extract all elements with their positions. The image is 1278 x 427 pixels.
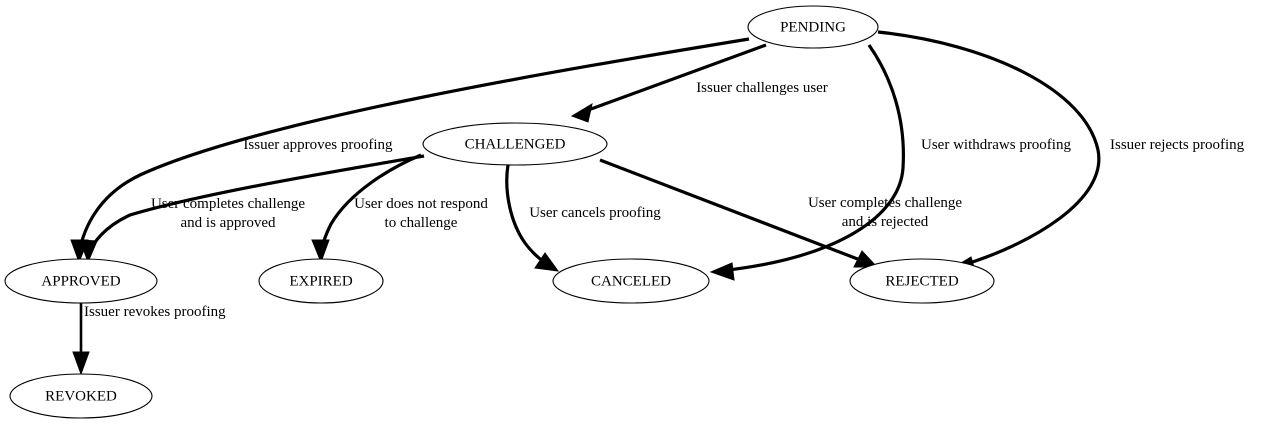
edge-label-pending-canceled: User withdraws proofing bbox=[921, 137, 1071, 153]
arrowhead-challenged-from-pending bbox=[570, 102, 593, 123]
node-ellipse-approved bbox=[4, 258, 158, 304]
edge-path-pending-rejected bbox=[877, 30, 1101, 268]
node-ellipse-canceled bbox=[552, 258, 710, 304]
node-ellipse-rejected bbox=[849, 258, 995, 304]
edge-label-pending-rejected: Issuer rejects proofing bbox=[1110, 137, 1245, 153]
edge-label-pending-challenged: Issuer challenges user bbox=[696, 80, 828, 96]
arrowhead-canceled-from-pending bbox=[709, 262, 735, 281]
edge-label-challenged-approved-line1: User completes challenge bbox=[151, 196, 305, 212]
edge-label-challenged-rejected-line2: and is rejected bbox=[842, 214, 929, 230]
node-ellipse-challenged bbox=[422, 122, 608, 166]
edge-label-challenged-canceled: User cancels proofing bbox=[529, 205, 661, 221]
node-revoked[interactable]: REVOKED bbox=[9, 373, 153, 419]
edge-pending-to-canceled[interactable] bbox=[709, 44, 905, 281]
edge-challenged-to-expired[interactable] bbox=[311, 153, 422, 264]
node-label-revoked: REVOKED bbox=[45, 388, 117, 404]
node-label-expired: EXPIRED bbox=[289, 273, 353, 289]
node-challenged[interactable]: CHALLENGED bbox=[422, 122, 608, 166]
node-label-canceled: CANCELED bbox=[591, 273, 671, 289]
edge-labels-layer: Issuer challenges user Issuer approves p… bbox=[84, 80, 1245, 320]
arrowhead-expired-from-challenged bbox=[311, 239, 330, 264]
node-label-challenged: CHALLENGED bbox=[465, 136, 566, 152]
node-rejected[interactable]: REJECTED bbox=[849, 258, 995, 304]
arrowhead-approved-from-challenged bbox=[79, 239, 98, 264]
node-ellipse-expired bbox=[258, 258, 384, 304]
edge-challenged-to-canceled[interactable] bbox=[505, 164, 560, 272]
edge-path-pending-canceled bbox=[719, 44, 905, 273]
node-approved[interactable]: APPROVED bbox=[4, 258, 158, 304]
edge-path-challenged-rejected bbox=[599, 158, 869, 265]
edge-path-pending-challenged bbox=[579, 43, 767, 115]
edge-pending-to-challenged[interactable] bbox=[570, 43, 767, 123]
edge-label-challenged-expired-line2: to challenge bbox=[385, 215, 458, 231]
edge-approved-to-revoked[interactable] bbox=[72, 303, 90, 376]
node-label-pending: PENDING bbox=[780, 19, 846, 35]
node-canceled[interactable]: CANCELED bbox=[552, 258, 710, 304]
node-expired[interactable]: EXPIRED bbox=[258, 258, 384, 304]
edge-label-challenged-expired-line1: User does not respond bbox=[354, 196, 488, 212]
nodes-layer: PENDING CHALLENGED APPROVED EXPIRED CANC… bbox=[4, 5, 995, 419]
arrowhead-canceled-from-challenged bbox=[534, 252, 560, 272]
arrowhead-revoked-from-approved bbox=[72, 351, 90, 376]
edge-challenged-to-approved[interactable] bbox=[79, 154, 425, 264]
node-label-approved: APPROVED bbox=[41, 273, 120, 289]
edge-label-approved-revoked: Issuer revokes proofing bbox=[84, 304, 226, 320]
node-ellipse-pending bbox=[747, 5, 879, 49]
node-pending[interactable]: PENDING bbox=[747, 5, 879, 49]
node-label-rejected: REJECTED bbox=[885, 273, 958, 289]
edge-label-challenged-approved-line2: and is approved bbox=[181, 215, 276, 231]
edge-path-challenged-approved bbox=[87, 154, 425, 254]
edge-path-pending-approved bbox=[77, 37, 750, 254]
edge-label-challenged-rejected-line1: User completes challenge bbox=[808, 195, 962, 211]
edge-pending-to-rejected[interactable] bbox=[877, 30, 1101, 275]
edge-label-pending-approved: Issuer approves proofing bbox=[243, 137, 393, 153]
node-ellipse-revoked bbox=[9, 373, 153, 419]
